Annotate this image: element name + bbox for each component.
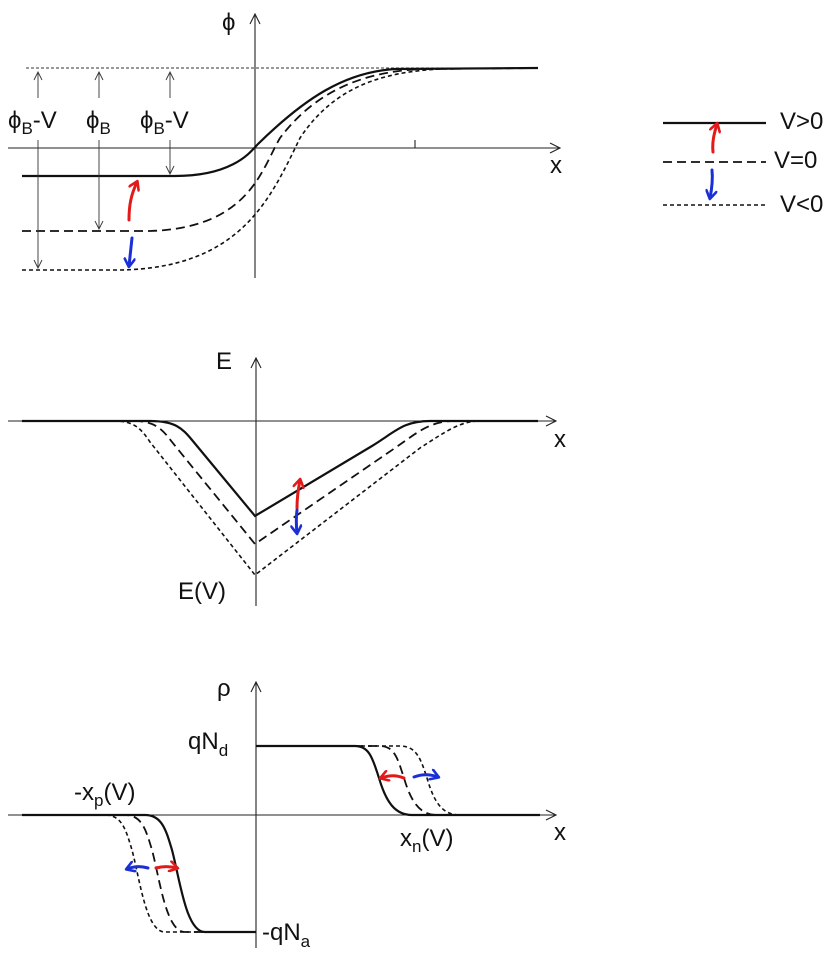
xp-label: -xp(V) [74, 779, 135, 810]
field-x-axis-label: x [554, 426, 566, 453]
phi-curve-zero [22, 67, 539, 232]
rho-x-axis-label: x [554, 819, 566, 846]
legend-label-forward: V>0 [780, 108, 823, 135]
rho-p-increase-arrow [154, 867, 177, 869]
field-curve-reverse [22, 420, 538, 577]
phi-decrease-arrow [129, 236, 132, 266]
field-decrease-arrow [296, 508, 297, 533]
field-axis-label: E [216, 348, 232, 375]
field-min-label: E(V) [178, 578, 226, 605]
legend: V>0 V=0 V<0 [663, 108, 823, 218]
acceptor-level-label: -qNa [262, 919, 311, 951]
potential-plot: ϕ x ϕB-V ϕB ϕB-V [8, 9, 562, 278]
rho-p-curve-reverse [22, 814, 256, 933]
phi-b-minus-v-label-right: ϕB-V [140, 107, 189, 138]
phi-increase-arrow [127, 182, 137, 222]
phi-b-label: ϕB [86, 107, 111, 138]
legend-increase-arrow [713, 124, 717, 154]
field-curve-forward [22, 419, 538, 518]
phi-curve-forward [22, 66, 539, 178]
rho-p-decrease-arrow [127, 867, 150, 869]
rho-p-curve-forward [22, 813, 256, 934]
rho-n-curve-reverse [256, 745, 540, 816]
rho-p-curve-zero [22, 814, 256, 933]
charge-plot: ρ x qNd -qNa -xp(V) xn(V) [8, 675, 566, 951]
legend-decrease-arrow [710, 168, 712, 198]
rho-n-decrease-arrow [412, 775, 438, 777]
rho-n-curve-zero [256, 745, 540, 816]
field-increase-arrow [297, 480, 300, 510]
field-curve-zero [22, 420, 538, 546]
legend-label-reverse: V<0 [780, 191, 823, 218]
phi-axis-label: ϕ [222, 9, 235, 36]
phi-b-minus-v-label-left: ϕB-V [8, 107, 57, 138]
rho-axis-label: ρ [217, 675, 231, 702]
phi-x-axis-label: x [550, 152, 562, 179]
rho-n-increase-arrow [381, 776, 406, 778]
xn-label: xn(V) [400, 825, 453, 856]
donor-level-label: qNd [188, 728, 228, 760]
legend-label-zero: V=0 [774, 147, 817, 174]
rho-n-curve-forward [256, 744, 540, 817]
phi-curve-reverse [22, 67, 539, 271]
field-plot: E x E(V) [8, 348, 566, 606]
